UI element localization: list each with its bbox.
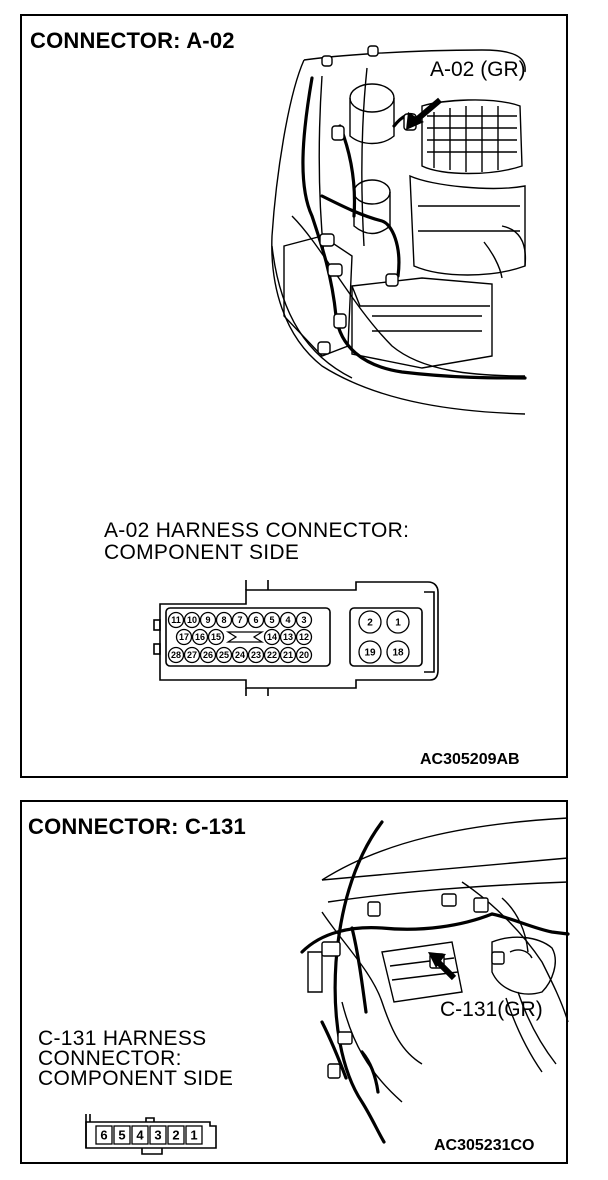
harness-label-line2: COMPONENT SIDE: [104, 541, 300, 564]
pin-number: 2: [172, 1128, 179, 1143]
pin-number: 10: [187, 615, 197, 625]
callout-arrow: [406, 97, 442, 130]
pin-14: 14: [263, 628, 281, 646]
pin-number: 1: [395, 618, 401, 629]
pin-11: 11: [167, 611, 185, 629]
pin-number: 3: [154, 1128, 161, 1143]
pin-3: 3: [149, 1125, 167, 1145]
pin-number: 7: [237, 615, 242, 625]
pin-number: 11: [171, 615, 181, 625]
pin-number: 21: [283, 650, 293, 660]
pin-16: 16: [191, 628, 209, 646]
pin-number: 17: [179, 632, 189, 642]
panel-title: CONNECTOR: A-02: [30, 28, 235, 53]
pin-number: 14: [267, 632, 277, 642]
pin-5: 5: [113, 1125, 131, 1145]
pin-22: 22: [263, 646, 281, 664]
connector-a02-panel: CONNECTOR: A-02: [20, 14, 568, 778]
figure-code: AC305231CO: [434, 1137, 535, 1154]
pin-number: 22: [267, 650, 277, 660]
pin-1: 1: [386, 610, 410, 634]
panel-title: CONNECTOR: C-131: [28, 814, 246, 839]
pin-number: 26: [203, 650, 213, 660]
harness-label-line1: C-131 HARNESS: [38, 1027, 207, 1050]
pin-number: 6: [253, 615, 258, 625]
pin-number: 20: [299, 650, 309, 660]
pin-number: 23: [251, 650, 261, 660]
pin-7: 7: [231, 611, 249, 629]
pin-2: 2: [358, 610, 382, 634]
pin-2: 2: [167, 1125, 185, 1145]
harness-label-line2: CONNECTOR:: [38, 1047, 182, 1070]
pin-number: 15: [211, 632, 221, 642]
pin-number: 13: [283, 632, 293, 642]
pin-4: 4: [131, 1125, 149, 1145]
pin-6: 6: [95, 1125, 113, 1145]
pin-number: 24: [235, 650, 245, 660]
pin-24: 24: [231, 646, 249, 664]
pin-8: 8: [215, 611, 233, 629]
pin-number: 6: [100, 1128, 107, 1143]
pin-number: 18: [392, 648, 404, 659]
pin-12: 12: [295, 628, 313, 646]
pin-21: 21: [279, 646, 297, 664]
pin-number: 28: [171, 650, 181, 660]
callout-label: C-131(GR): [440, 998, 543, 1021]
engine-bay-illustration: [271, 45, 527, 415]
pin-17: 17: [175, 628, 193, 646]
connector-c131-panel: CONNECTOR: C-131: [20, 800, 570, 1164]
pin-13: 13: [279, 628, 297, 646]
pin-number: 27: [187, 650, 197, 660]
key-slot: [225, 631, 265, 643]
pin-5: 5: [263, 611, 281, 629]
pin-15: 15: [207, 628, 225, 646]
pin-9: 9: [199, 611, 217, 629]
pin-number: 19: [364, 648, 376, 659]
pin-18: 18: [386, 640, 410, 664]
pin-27: 27: [183, 646, 201, 664]
pin-number: 5: [118, 1128, 125, 1143]
pin-26: 26: [199, 646, 217, 664]
pin-number: 2: [367, 618, 373, 629]
pin-number: 25: [219, 650, 229, 660]
pin-1: 1: [185, 1125, 203, 1145]
pin-number: 16: [195, 632, 205, 642]
pin-10: 10: [183, 611, 201, 629]
pin-number: 5: [269, 615, 274, 625]
pin-6: 6: [247, 611, 265, 629]
pin-number: 9: [205, 615, 210, 625]
callout-label: A-02 (GR): [430, 58, 526, 81]
dashboard-illustration: [300, 817, 570, 1144]
pin-28: 28: [167, 646, 185, 664]
pin-number: 8: [221, 615, 226, 625]
pin-25: 25: [215, 646, 233, 664]
pin-number: 12: [299, 632, 309, 642]
pin-number: 4: [285, 615, 290, 625]
pin-4: 4: [279, 611, 297, 629]
figure-code: AC305209AB: [420, 751, 520, 768]
pin-3: 3: [295, 611, 313, 629]
harness-label-line1: A-02 HARNESS CONNECTOR:: [104, 519, 410, 542]
pin-20: 20: [295, 646, 313, 664]
pin-number: 1: [190, 1128, 197, 1143]
pin-19: 19: [358, 640, 382, 664]
pin-23: 23: [247, 646, 265, 664]
harness-label-line3: COMPONENT SIDE: [38, 1067, 234, 1090]
pin-number: 3: [301, 615, 306, 625]
callout-arrow: [428, 952, 457, 981]
pin-number: 4: [136, 1128, 144, 1143]
